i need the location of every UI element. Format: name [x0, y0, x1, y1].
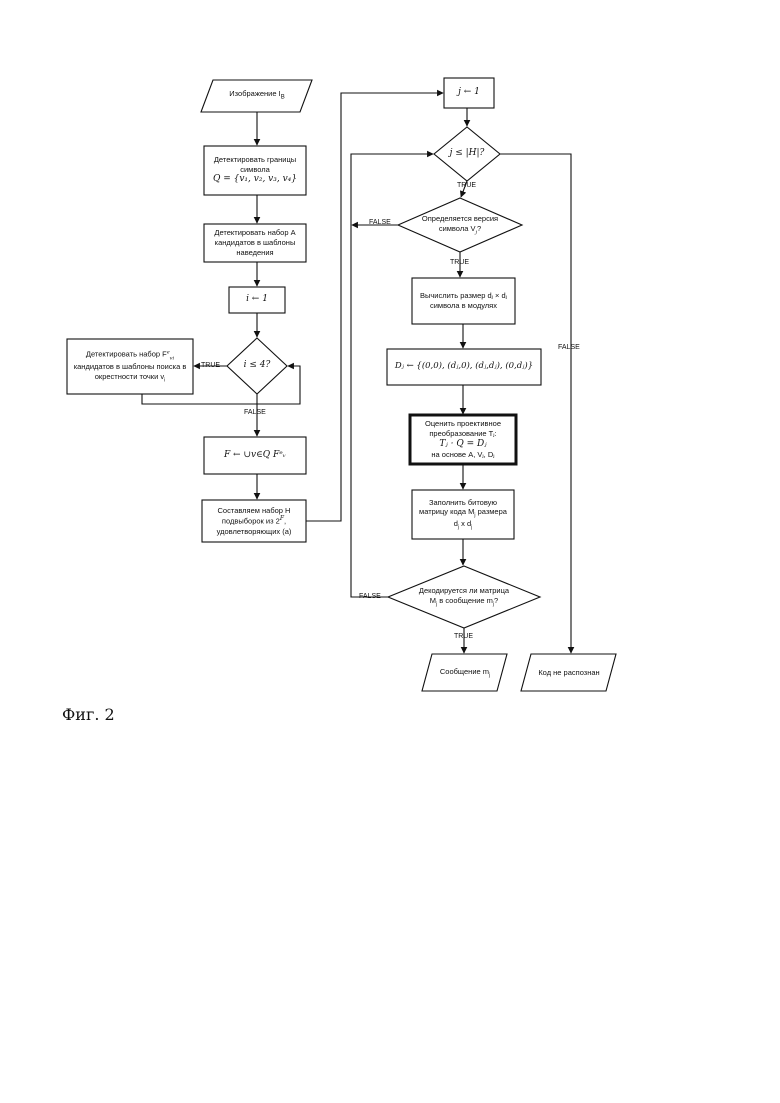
j-init-label: j ← 1	[444, 78, 494, 108]
detect-borders-formula: Q = {v₁, v₂, v₃, v₄}	[213, 174, 297, 186]
i-cond-label: i ≤ 4?	[227, 338, 287, 394]
detect-fi-label: Детектировать набор Fevi кандидатов в ша…	[67, 339, 193, 394]
fill-line2-tail: размера	[476, 507, 507, 516]
i-cond-text: i ≤ 4?	[244, 360, 271, 372]
j-init-text: j ← 1	[458, 87, 480, 99]
i-init-label: i ← 1	[229, 287, 285, 313]
fill-label: Заполнить битовую матрицу кода M j размер…	[412, 490, 514, 539]
message-sub: j	[489, 672, 490, 678]
input-image-label: Изображение IB	[213, 80, 301, 112]
compose-h-label: Составляем набор H подвыборок из 2F, удо…	[202, 500, 306, 542]
version-false-label: FALSE	[369, 219, 391, 226]
decode-line2-mid: в сообщение m	[437, 596, 493, 605]
decode-line2-tail: ?	[494, 596, 498, 605]
decode-true-label: TRUE	[454, 633, 473, 640]
f-union-formula: F ← ∪v∈Q Fᵉᵥ	[224, 450, 286, 462]
f-union-label: F ← ∪v∈Q Fᵉᵥ	[204, 437, 306, 474]
version-line2: символа V	[439, 224, 476, 233]
not-recognized-label: Код не распознан	[526, 654, 612, 691]
estimate-line1: Оценить проективное	[425, 419, 501, 429]
fill-line3-mid: x d	[459, 519, 471, 528]
detect-fi-line1: Детектировать набор F	[86, 350, 167, 359]
j-false-label: FALSE	[558, 344, 580, 351]
version-true-label: TRUE	[450, 259, 469, 266]
detect-set-a-line1: Детектировать набор A	[214, 228, 295, 238]
detect-borders-label: Детектировать границы символа Q = {v₁, v…	[204, 146, 306, 195]
compose-h-line1: Составляем набор H	[218, 506, 291, 516]
decode-line1: Декодируется ли матрица	[419, 586, 509, 596]
detect-set-a-line2: кандидатов в шаблоны	[215, 238, 296, 248]
input-image-text: Изображение I	[229, 89, 280, 98]
decode-false-label: FALSE	[359, 593, 381, 600]
fill-line3-sub2: j	[471, 525, 472, 531]
i-false-label: FALSE	[244, 409, 266, 416]
version-line1: Определяется версия	[422, 214, 498, 224]
detect-fi-line2: кандидатов в шаблоны поиска в	[74, 362, 187, 372]
detect-borders-line2: символа	[240, 165, 270, 175]
i-init-text: i ← 1	[246, 294, 268, 306]
i-true-label: TRUE	[201, 362, 220, 369]
detect-borders-line1: Детектировать границы	[214, 155, 296, 165]
fill-line1: Заполнить битовую	[429, 498, 497, 508]
detect-set-a-label: Детектировать набор A кандидатов в шабло…	[204, 224, 306, 262]
estimate-formula: Tⱼ · Q = Dⱼ	[439, 439, 486, 451]
figure-caption: Фиг. 2	[62, 705, 115, 724]
message-label: Сообщение mj	[427, 654, 503, 691]
compose-h-line2: подвыборок из 2	[222, 517, 280, 526]
estimate-line4: на основе A, Vⱼ, Dⱼ	[431, 450, 494, 460]
decode-label: Декодируется ли матрица Mj в сообщение m…	[388, 566, 540, 628]
j-true-label: TRUE	[457, 182, 476, 189]
dj-set-formula: Dⱼ ← {(0,0), (dⱼ,0), (dⱼ,dⱼ), (0,dⱼ)}	[395, 361, 533, 372]
detect-fi-sub: vi	[170, 356, 174, 362]
estimate-line2: преобразование Tⱼ:	[429, 429, 496, 439]
not-recognized-text: Код не распознан	[538, 668, 599, 678]
size-line2: символа в модулях	[430, 301, 497, 311]
detect-fi-line3: окрестности точки v	[95, 372, 164, 381]
size-line1: Вычислить размер dⱼ × dⱼ	[420, 291, 507, 301]
version-label: Определяется версия символа Vj?	[398, 198, 522, 252]
message-text: Сообщение m	[440, 667, 489, 676]
size-label: Вычислить размер dⱼ × dⱼ символа в модул…	[412, 278, 515, 324]
estimate-label: Оценить проективное преобразование Tⱼ: T…	[410, 415, 516, 464]
fill-line2: матрицу кода M	[419, 507, 474, 516]
compose-h-line3: удовлетворяющих (a)	[217, 527, 292, 537]
detect-set-a-line3: наведения	[236, 248, 273, 258]
j-cond-text: j ≤ |H|?	[450, 148, 485, 160]
dj-set-label: Dⱼ ← {(0,0), (dⱼ,0), (dⱼ,dⱼ), (0,dⱼ)}	[387, 349, 541, 385]
j-cond-label: j ≤ |H|?	[434, 127, 500, 181]
detect-fi-line3-sub: i	[164, 377, 165, 383]
input-image-sub: B	[281, 95, 285, 101]
detect-fi-sup: e	[167, 349, 170, 355]
